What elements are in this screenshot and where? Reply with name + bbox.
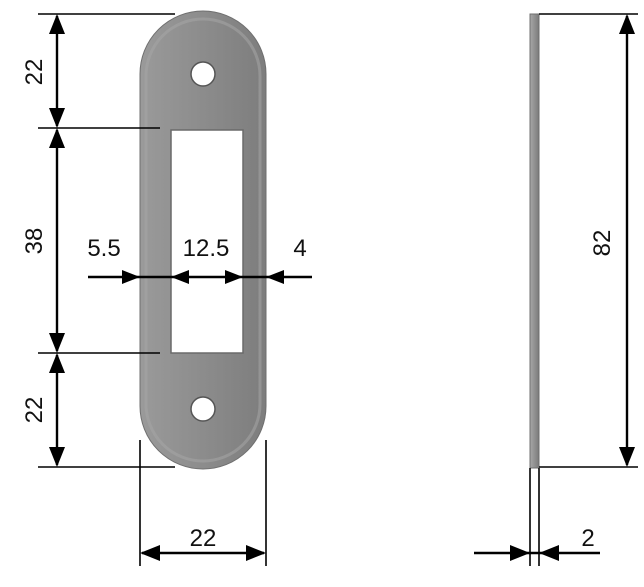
front-width-dimension: 22 [139,440,267,566]
label-plate-width: 22 [190,525,217,552]
arrow-total-length-up [619,14,635,34]
arrow-plate-width-left [140,545,160,561]
label-total-length: 82 [589,230,616,257]
arrow-bottom-end-down [49,447,65,467]
label-bottom-end: 22 [21,397,48,424]
label-right-margin: 4 [293,235,306,262]
label-slot-length: 38 [21,228,48,255]
arrow-top-end-up [49,14,65,34]
side-profile [529,13,540,469]
arrow-top-end-down [49,108,65,128]
arrow-thickness-left [510,545,530,561]
front-vertical-dimensions: 22 38 22 [21,13,175,468]
latch-slot [170,129,244,354]
arrow-thickness-right [539,545,559,561]
arrow-left-margin-in [171,270,189,284]
arrow-slot-length-down [49,333,65,353]
arrow-bottom-end-up [49,353,65,373]
label-left-margin: 5.5 [87,235,120,262]
arrow-left-margin-out [122,270,140,284]
side-view: 82 2 [474,13,638,566]
label-thickness: 2 [581,525,594,552]
arrow-slot-width-right [225,270,243,284]
arrow-slot-length-up [49,128,65,148]
label-slot-width: 12.5 [183,235,230,262]
arrow-total-length-down [619,447,635,467]
label-top-end: 22 [21,59,48,86]
front-view [139,10,267,470]
top-screw-hole [190,61,216,87]
front-horizontal-dimensions: 5.5 12.5 4 [87,235,312,284]
bottom-screw-hole [190,396,216,422]
plate-bevel [144,17,262,463]
arrow-plate-width-right [246,545,266,561]
arrow-right-margin [266,270,284,284]
